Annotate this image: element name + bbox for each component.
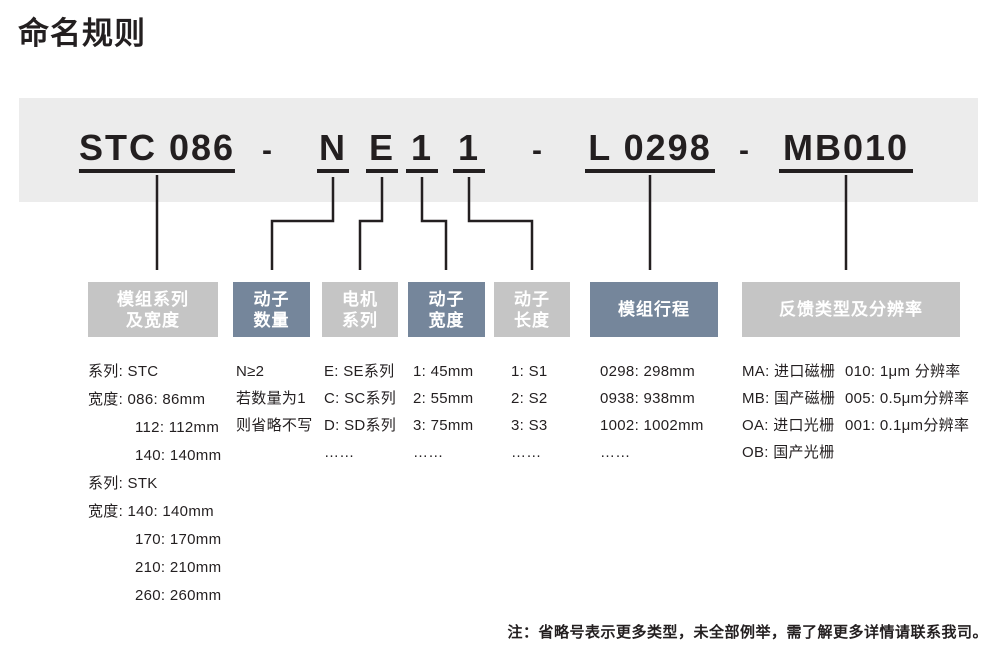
detail-row: OA: 进口光栅 <box>742 417 835 434</box>
detail-row: 1: 45mm <box>413 363 474 380</box>
detail-row-ellipsis: …… <box>600 444 631 461</box>
group-box-label: 电机 系列 <box>342 289 378 330</box>
code-separator: - <box>739 134 749 167</box>
code-segment-feedback: MB010 <box>779 130 913 173</box>
details-motor-series: E: SE系列 C: SC系列 D: SD系列 …… <box>324 358 396 466</box>
footnote: 注：省略号表示更多类型，未全部例举，需了解更多详情请联系我司。 <box>507 624 988 641</box>
detail-row-ellipsis: …… <box>413 444 444 461</box>
detail-row: 170: 170mm <box>135 531 222 548</box>
details-feedback-type: MA: 进口磁栅 MB: 国产磁栅 OA: 进口光栅 OB: 国产光栅 <box>742 358 835 466</box>
group-box-mover-count: 动子 数量 <box>233 282 310 337</box>
detail-row: 2: 55mm <box>413 390 474 407</box>
detail-row: E: SE系列 <box>324 363 395 380</box>
details-feedback-resolution: 010: 1μm 分辨率 005: 0.5μm分辨率 001: 0.1μm分辨率 <box>845 358 969 439</box>
group-box-label: 模组系列 及宽度 <box>117 289 189 330</box>
code-segment-stroke: L 0298 <box>585 130 715 173</box>
detail-row: 210: 210mm <box>135 559 222 576</box>
group-box-label: 动子 长度 <box>514 289 550 330</box>
detail-row: 260: 260mm <box>135 587 222 604</box>
detail-row: 112: 112mm <box>135 419 220 436</box>
group-box-stroke: 模组行程 <box>590 282 718 337</box>
detail-row: 则省略不写 <box>236 417 313 434</box>
detail-row: 001: 0.1μm分辨率 <box>845 417 970 434</box>
code-segment-series-width: STC 086 <box>78 130 236 173</box>
detail-row: OB: 国产光栅 <box>742 444 835 461</box>
details-mover-count: N≥2 若数量为1 则省略不写 <box>236 358 313 439</box>
group-box-mover-length: 动子 长度 <box>494 282 570 337</box>
code-segment-mover-length: 1 <box>453 130 485 173</box>
details-mover-width: 1: 45mm 2: 55mm 3: 75mm …… <box>413 358 473 466</box>
details-mover-length: 1: S1 2: S2 3: S3 …… <box>511 358 548 466</box>
details-series-width: 系列: STC 宽度: 086: 86mm 112: 112mm 140: 14… <box>88 358 221 610</box>
group-box-feedback: 反馈类型及分辨率 <box>742 282 960 337</box>
detail-row: 0298: 298mm <box>600 363 696 380</box>
code-separator: - <box>262 134 272 167</box>
detail-row: MB: 国产磁栅 <box>742 390 836 407</box>
detail-row: C: SC系列 <box>324 390 397 407</box>
detail-row: 005: 0.5μm分辨率 <box>845 390 970 407</box>
details-stroke: 0298: 298mm 0938: 938mm 1002: 1002mm …… <box>600 358 704 466</box>
detail-row: D: SD系列 <box>324 417 397 434</box>
detail-row: 140: 140mm <box>135 447 222 464</box>
detail-row: 010: 1μm 分辨率 <box>845 363 961 380</box>
detail-row: 若数量为1 <box>236 390 306 407</box>
detail-row-ellipsis: …… <box>324 444 355 461</box>
detail-row: MA: 进口磁栅 <box>742 363 836 380</box>
group-box-label: 动子 数量 <box>253 289 290 330</box>
detail-row-ellipsis: …… <box>511 444 542 461</box>
group-box-mover-width: 动子 宽度 <box>408 282 485 337</box>
detail-row: N≥2 <box>236 363 265 380</box>
page-title: 命名规则 <box>18 16 146 51</box>
detail-row: 1002: 1002mm <box>600 417 704 434</box>
detail-row: 宽度: 140: 140mm <box>88 503 214 520</box>
group-box-label: 模组行程 <box>618 300 690 319</box>
group-box-label: 动子 宽度 <box>428 289 465 330</box>
detail-row: 3: 75mm <box>413 417 474 434</box>
group-box-series-width: 模组系列 及宽度 <box>88 282 218 337</box>
detail-row: 2: S2 <box>511 390 548 407</box>
detail-row: 系列: STC <box>88 363 159 380</box>
code-segment-motor-series: E <box>366 130 398 173</box>
detail-row: 0938: 938mm <box>600 390 696 407</box>
detail-row: 1: S1 <box>511 363 548 380</box>
code-segment-mover-width: 1 <box>406 130 438 173</box>
detail-row: 宽度: 086: 86mm <box>88 391 206 408</box>
group-box-label: 反馈类型及分辨率 <box>779 300 923 319</box>
detail-row: 3: S3 <box>511 417 548 434</box>
group-box-motor-series: 电机 系列 <box>322 282 398 337</box>
code-segment-mover-count: N <box>317 130 349 173</box>
detail-row: 系列: STK <box>88 475 158 492</box>
code-separator: - <box>532 134 542 167</box>
